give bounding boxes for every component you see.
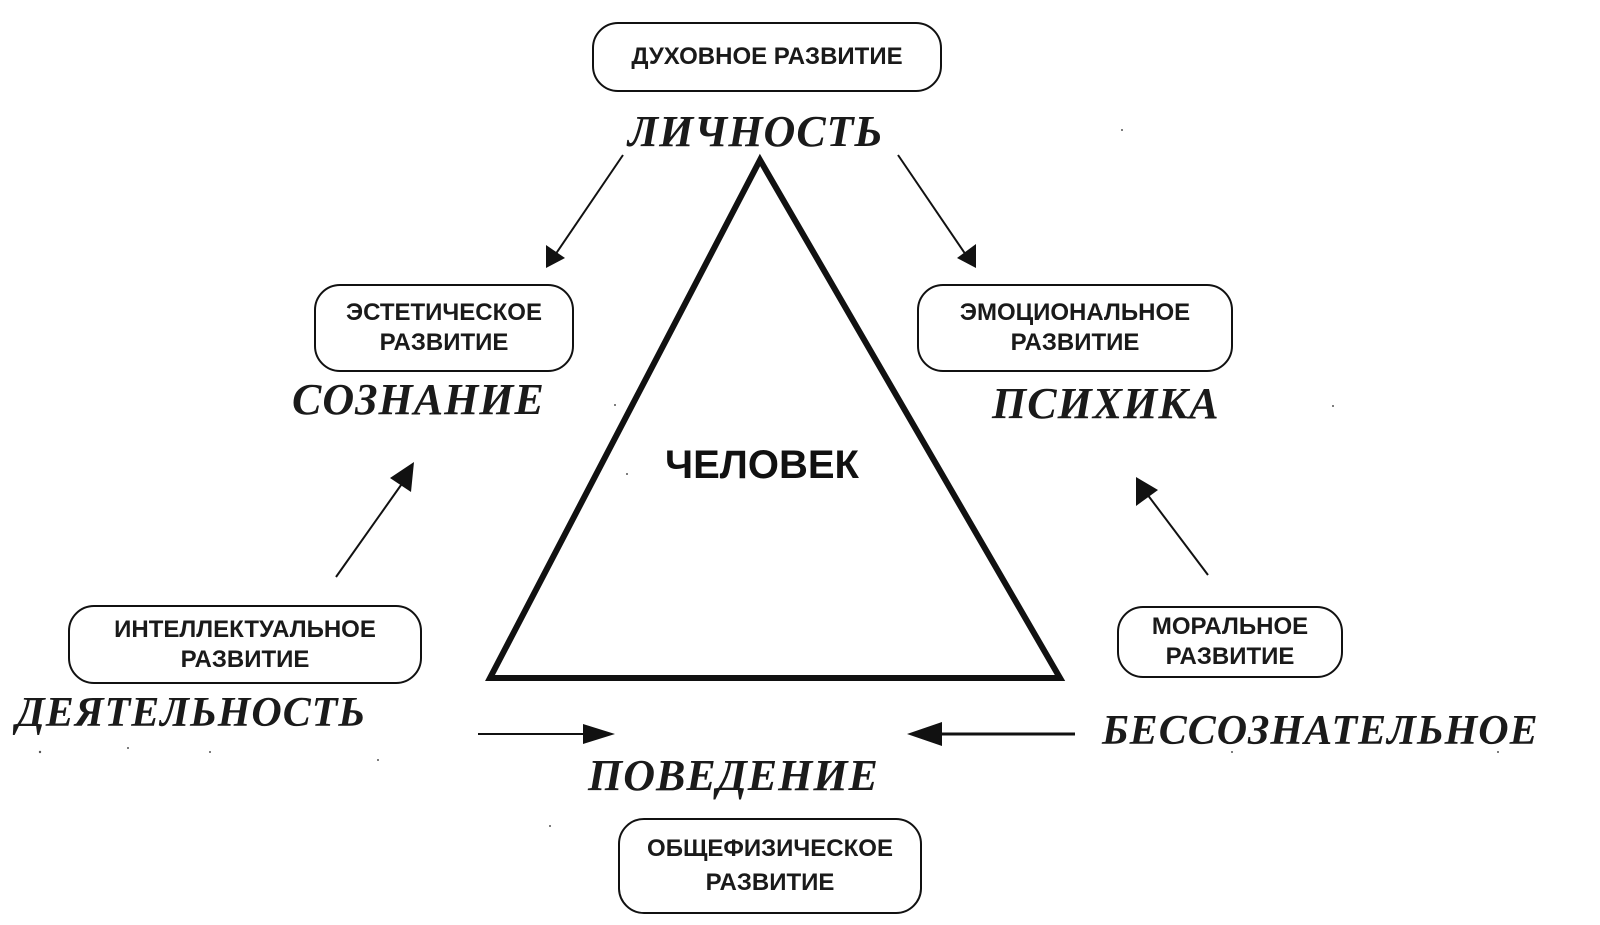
arrowhead-unconscious-to-behavior: [907, 722, 942, 746]
arrowhead-activity-to-consciousness: [390, 462, 414, 492]
arrow-unconscious-to-psyche: [1143, 489, 1209, 576]
concept-activity: ДЕЯТЕЛЬНОСТЬ: [16, 690, 367, 736]
arrow-activity-to-consciousness: [335, 477, 407, 578]
central-triangle: [485, 153, 1066, 681]
box-intellectual-line2: РАЗВИТИЕ: [180, 645, 310, 673]
concept-unconscious: БЕССОЗНАТЕЛЬНОЕ: [1102, 708, 1539, 754]
box-physical-line2: РАЗВИТИЕ: [705, 869, 835, 896]
box-moral-line1: МОРАЛЬНОЕ: [1151, 613, 1309, 640]
concept-behavior: ПОВЕДЕНИЕ: [588, 751, 879, 800]
scan-speckles: [38, 129, 1499, 827]
arrow-personality-to-psyche: [897, 154, 969, 259]
arrowhead-unconscious-to-psyche: [1136, 477, 1158, 506]
box-aesthetic-line2: РАЗВИТИЕ: [379, 329, 509, 356]
box-emotional-line1: ЭМОЦИОНАЛЬНОЕ: [959, 299, 1191, 326]
arrowhead-activity-to-behavior: [583, 724, 615, 744]
box-physical-development: ОБЩЕФИЗИЧЕСКОЕ РАЗВИТИЕ: [618, 818, 922, 914]
concept-psyche: ПСИХИКА: [992, 379, 1220, 428]
concept-consciousness: СОЗНАНИЕ: [292, 375, 545, 424]
box-spiritual-line1: ДУХОВНОЕ РАЗВИТИЕ: [631, 43, 903, 70]
arrowhead-personality-to-consciousness: [546, 245, 565, 268]
box-intellectual-line1: ИНТЕЛЛЕКТУАЛЬНОЕ: [114, 615, 376, 643]
box-emotional-line2: РАЗВИТИЕ: [1010, 329, 1140, 356]
arrowhead-personality-to-psyche: [957, 244, 976, 268]
box-emotional-development: ЭМОЦИОНАЛЬНОЕ РАЗВИТИЕ: [917, 284, 1233, 372]
arrow-personality-to-consciousness: [552, 154, 624, 259]
box-aesthetic-line1: ЭСТЕТИЧЕСКОЕ: [346, 299, 542, 326]
box-aesthetic-development: ЭСТЕТИЧЕСКОЕ РАЗВИТИЕ: [314, 284, 574, 372]
box-moral-line2: РАЗВИТИЕ: [1165, 643, 1295, 670]
box-spiritual-development: ДУХОВНОЕ РАЗВИТИЕ: [592, 22, 942, 92]
concept-personality: ЛИЧНОСТЬ: [628, 107, 884, 156]
box-intellectual-development: ИНТЕЛЛЕКТУАЛЬНОЕ РАЗВИТИЕ: [68, 605, 422, 684]
center-label-person: ЧЕЛОВЕК: [665, 443, 859, 487]
box-moral-development: МОРАЛЬНОЕ РАЗВИТИЕ: [1117, 606, 1343, 678]
box-physical-line1: ОБЩЕФИЗИЧЕСКОЕ: [647, 835, 893, 862]
